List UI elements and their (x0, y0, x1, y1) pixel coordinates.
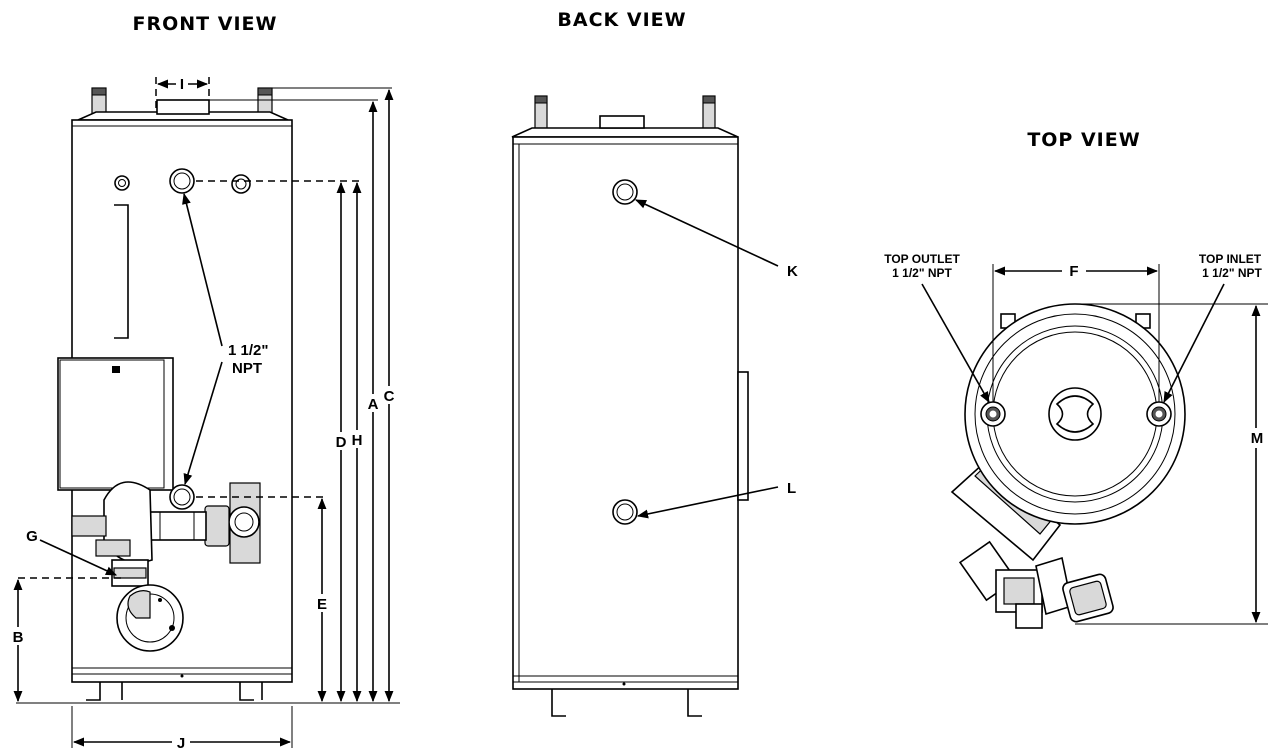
dim-label-i: I (180, 76, 184, 93)
dim-label-l: L (787, 480, 796, 497)
top-outlet-label: TOP OUTLET (884, 252, 960, 266)
front-small-fitting-left (114, 175, 130, 191)
top-inlet-size: 1 1/2" NPT (1202, 266, 1262, 280)
dim-label-f: F (1069, 263, 1078, 280)
front-view-title: FRONT VIEW (133, 13, 278, 35)
dim-label-g: G (26, 528, 38, 545)
back-leg-left (551, 689, 566, 717)
top-view: F M TOP OUTLET 1 1/2" NPT TOP INLET 1 1/… (884, 252, 1268, 629)
back-leg-right (687, 689, 702, 717)
back-view: K L (511, 95, 798, 717)
dim-label-m: M (1251, 430, 1264, 447)
dim-label-d: D (336, 434, 347, 451)
top-outlet-size: 1 1/2" NPT (892, 266, 952, 280)
npt-callout-line2: NPT (232, 360, 262, 377)
dim-label-k: K (787, 263, 798, 280)
front-burner-assembly (71, 481, 261, 652)
npt-callout-line1: 1 1/2" (228, 342, 268, 359)
top-view-title: TOP VIEW (1027, 129, 1140, 151)
front-leg-right (239, 682, 254, 701)
back-jacket (512, 136, 739, 690)
front-small-fitting-right (231, 174, 251, 194)
dim-label-c: C (384, 388, 395, 405)
dim-label-j: J (177, 735, 185, 750)
front-access-panel (114, 204, 129, 339)
dim-label-h: H (352, 432, 363, 449)
front-flue-collar (156, 99, 210, 115)
front-leg-left (86, 682, 101, 701)
front-control-box (57, 357, 174, 491)
back-view-title: BACK VIEW (557, 9, 686, 31)
front-view: C A H D E B J I G 1 1/2" NPT (10, 75, 400, 750)
dim-label-a: A (368, 396, 379, 413)
dim-label-b: B (13, 629, 24, 646)
dim-label-e: E (317, 596, 327, 613)
back-side-bracket (737, 371, 749, 501)
top-inlet-label: TOP INLET (1199, 252, 1262, 266)
